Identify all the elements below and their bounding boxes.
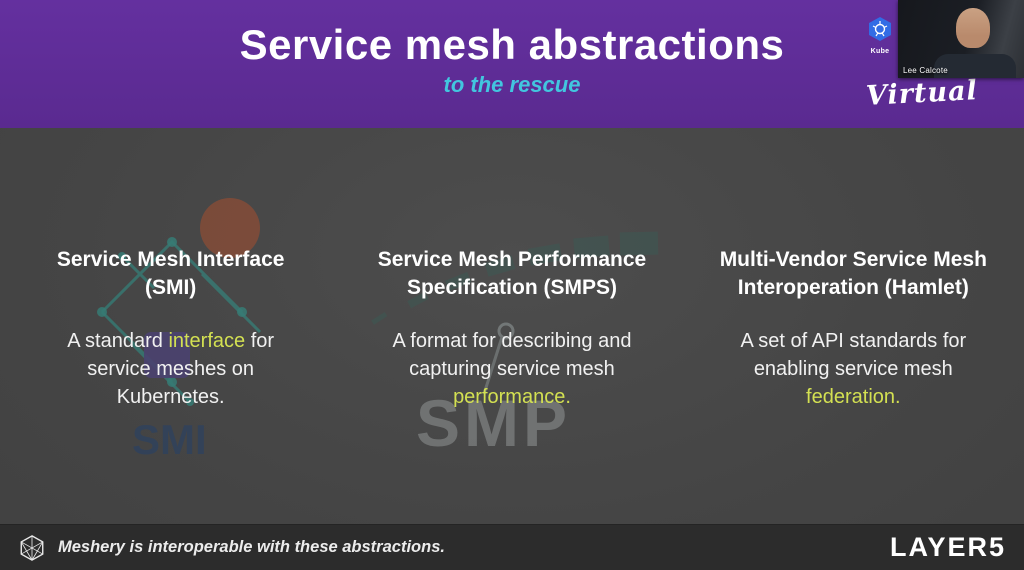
slide-body: SMI SMP Service Mesh Interface (SMI) A s… xyxy=(0,128,1024,524)
layer5-logo: LAYER5 xyxy=(889,532,1006,562)
three-column-layout: Service Mesh Interface (SMI) A standard … xyxy=(0,128,1024,524)
hamlet-text-pre: A set of API standards for enabling serv… xyxy=(740,329,967,380)
smps-description: A format for describing and capturing se… xyxy=(367,327,657,411)
column-smi: Service Mesh Interface (SMI) A standard … xyxy=(0,246,341,524)
webcam-overlay: Lee Calcote xyxy=(898,0,1024,78)
slide-footer: Meshery is interoperable with these abst… xyxy=(0,524,1024,570)
slide-subtitle: to the rescue xyxy=(443,72,581,98)
column-smps: Service Mesh Performance Specification (… xyxy=(341,246,682,524)
speaker-torso xyxy=(934,54,1016,78)
column-hamlet: Multi-Vendor Service Mesh Interoperation… xyxy=(683,246,1024,524)
kubernetes-hexagon-icon xyxy=(869,17,891,41)
kubecon-label: Kube xyxy=(870,48,890,55)
hamlet-highlight: federation. xyxy=(806,385,901,408)
kubecon-logo: Kube xyxy=(866,16,894,55)
smi-text-post: for service meshes on Kubernetes. xyxy=(87,329,275,408)
slide-header: Service mesh abstractions to the rescue xyxy=(0,0,1024,128)
footer-tagline: Meshery is interoperable with these abst… xyxy=(58,538,445,556)
virtual-script-text: Virtual xyxy=(865,75,979,112)
smps-heading: Service Mesh Performance Specification (… xyxy=(377,248,647,300)
smps-highlight: performance. xyxy=(453,385,571,408)
smi-highlight: interface xyxy=(168,329,246,352)
smi-heading: Service Mesh Interface (SMI) xyxy=(56,248,285,300)
speaker-name-label: Lee Calcote xyxy=(903,66,948,75)
hamlet-description: A set of API standards for enabling serv… xyxy=(711,327,996,411)
smps-text-pre: A format for describing and capturing se… xyxy=(392,329,632,380)
hamlet-heading: Multi-Vendor Service Mesh Interoperation… xyxy=(719,248,987,300)
speaker-head xyxy=(956,8,990,48)
meshery-logo-icon xyxy=(18,534,46,562)
smi-text-pre: A standard xyxy=(67,329,169,352)
slide-title: Service mesh abstractions xyxy=(239,21,785,68)
smi-description: A standard interface for service meshes … xyxy=(46,327,296,411)
